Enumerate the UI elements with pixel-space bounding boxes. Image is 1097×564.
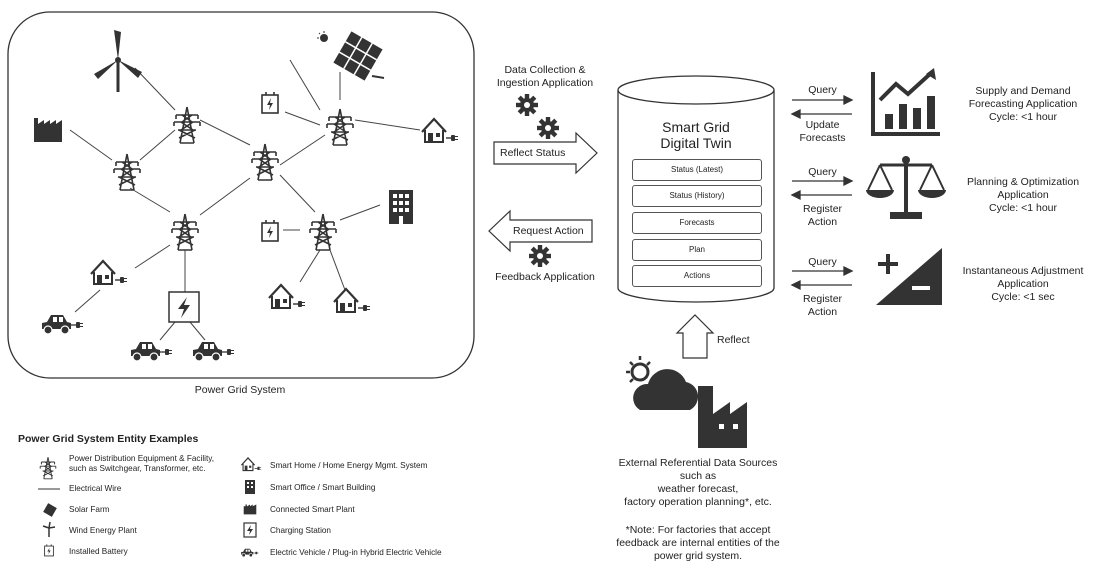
collection-title-1: Data Collection &: [504, 64, 586, 76]
legend-item-label: Electric Vehicle / Plug-in Hybrid Electr…: [270, 548, 442, 557]
external-line-2: such as: [679, 470, 717, 482]
register-label: Register: [802, 293, 843, 305]
scale-icon: [866, 156, 946, 219]
reflect-status-arrow: [493, 131, 598, 175]
app-adjustment-line-2: Application: [997, 278, 1049, 290]
app-planning-line-3: Cycle: <1 hour: [989, 202, 1057, 214]
query-label: Query: [808, 256, 837, 268]
update-label: Update: [805, 119, 840, 131]
external-line-1: External Referential Data Sources: [618, 457, 778, 469]
register-label: Register: [802, 203, 843, 215]
query-label: Query: [808, 166, 837, 178]
collection-title-2: Ingestion Application: [496, 77, 594, 89]
adjustment-icon: [876, 248, 942, 305]
twin-field-status-history: Status (History): [632, 185, 762, 207]
action-label: Action: [807, 216, 838, 228]
twin-title-1: Smart Grid: [662, 119, 730, 135]
twin-title-2: Digital Twin: [660, 135, 732, 151]
solar-stand: [371, 75, 385, 79]
gear-icon-collection: [516, 94, 559, 139]
request-action-arrow: [488, 209, 593, 253]
wind-icon: [94, 30, 142, 92]
note-line-2: feedback are internal entities of the: [616, 537, 780, 549]
reflect-status-label: Reflect Status: [500, 147, 566, 159]
factory-icon: [698, 386, 747, 448]
note-line-3: power grid system.: [653, 550, 743, 562]
office-icon: [389, 190, 413, 224]
electrical-wires: [69, 59, 421, 341]
grid-caption: Power Grid System: [194, 384, 286, 396]
reflect-label: Reflect: [717, 334, 750, 346]
legend-item-label: Smart Office / Smart Building: [270, 483, 376, 492]
legend-item-label: Wind Energy Plant: [69, 526, 137, 535]
legend-icons: [38, 456, 262, 558]
legend-item-label: Connected Smart Plant: [270, 505, 355, 514]
charging-icon: [243, 522, 257, 538]
solar-icon: [333, 31, 383, 81]
sun-icon: [317, 31, 328, 42]
app-forecasting-line-2: Forecasting Application: [968, 98, 1078, 110]
forecast-chart-icon: [871, 68, 940, 136]
gear-icon-feedback: [529, 245, 551, 267]
twin-field-plan: Plan: [632, 239, 762, 261]
app-forecasting-line-3: Cycle: <1 hour: [989, 111, 1057, 123]
charging-icon: [168, 291, 200, 323]
twin-field-forecasts: Forecasts: [632, 212, 762, 234]
legend-item-label: such as Switchgear, Transformer, etc.: [69, 464, 206, 473]
tower-icon: [39, 456, 57, 480]
note-line-1: *Note: For factories that accept: [625, 524, 771, 536]
battery-icon: [261, 219, 279, 242]
external-line-4: factory operation planning*, etc.: [624, 496, 772, 508]
app-planning-line-2: Application: [997, 189, 1049, 201]
legend-item-label: Installed Battery: [69, 547, 128, 556]
factory-icon: [243, 504, 257, 515]
feedback-title: Feedback Application: [495, 271, 595, 283]
app-planning-line-1: Planning & Optimization: [966, 176, 1080, 188]
legend-item-label: Charging Station: [270, 526, 331, 535]
office-icon: [245, 480, 255, 494]
legend-item-label: Power Distribution Equipment & Facility,: [69, 454, 215, 463]
app-adjustment-line-3: Cycle: <1 sec: [991, 291, 1055, 303]
wind-icon: [42, 521, 56, 537]
smart-home-icon: [240, 457, 262, 472]
action-label: Action: [807, 306, 838, 318]
weather-icon: [626, 356, 699, 410]
legend-title: Power Grid System Entity Examples: [18, 433, 199, 445]
solar-icon: [43, 503, 57, 517]
legend-item-label: Solar Farm: [69, 505, 110, 514]
app-forecasting-line-1: Supply and Demand: [975, 85, 1071, 97]
ev-icon: [240, 548, 259, 558]
battery-icon: [44, 543, 54, 557]
legend-item-label: Smart Home / Home Energy Mgmt. System: [270, 461, 428, 470]
twin-field-status-latest: Status (Latest): [632, 159, 762, 181]
legend-item-label: Electrical Wire: [69, 484, 122, 493]
reflect-arrow: [675, 314, 715, 359]
query-label: Query: [808, 84, 837, 96]
query-arrows: [790, 94, 854, 291]
request-action-label: Request Action: [513, 225, 584, 237]
app-adjustment-line-1: Instantaneous Adjustment: [962, 265, 1084, 277]
battery-icon: [261, 91, 279, 114]
external-line-3: weather forecast,: [657, 483, 739, 495]
factory-icon: [34, 118, 62, 142]
forecasts-label: Forecasts: [799, 132, 846, 144]
power-grid-system-box: [7, 11, 475, 379]
twin-field-actions: Actions: [632, 265, 762, 287]
